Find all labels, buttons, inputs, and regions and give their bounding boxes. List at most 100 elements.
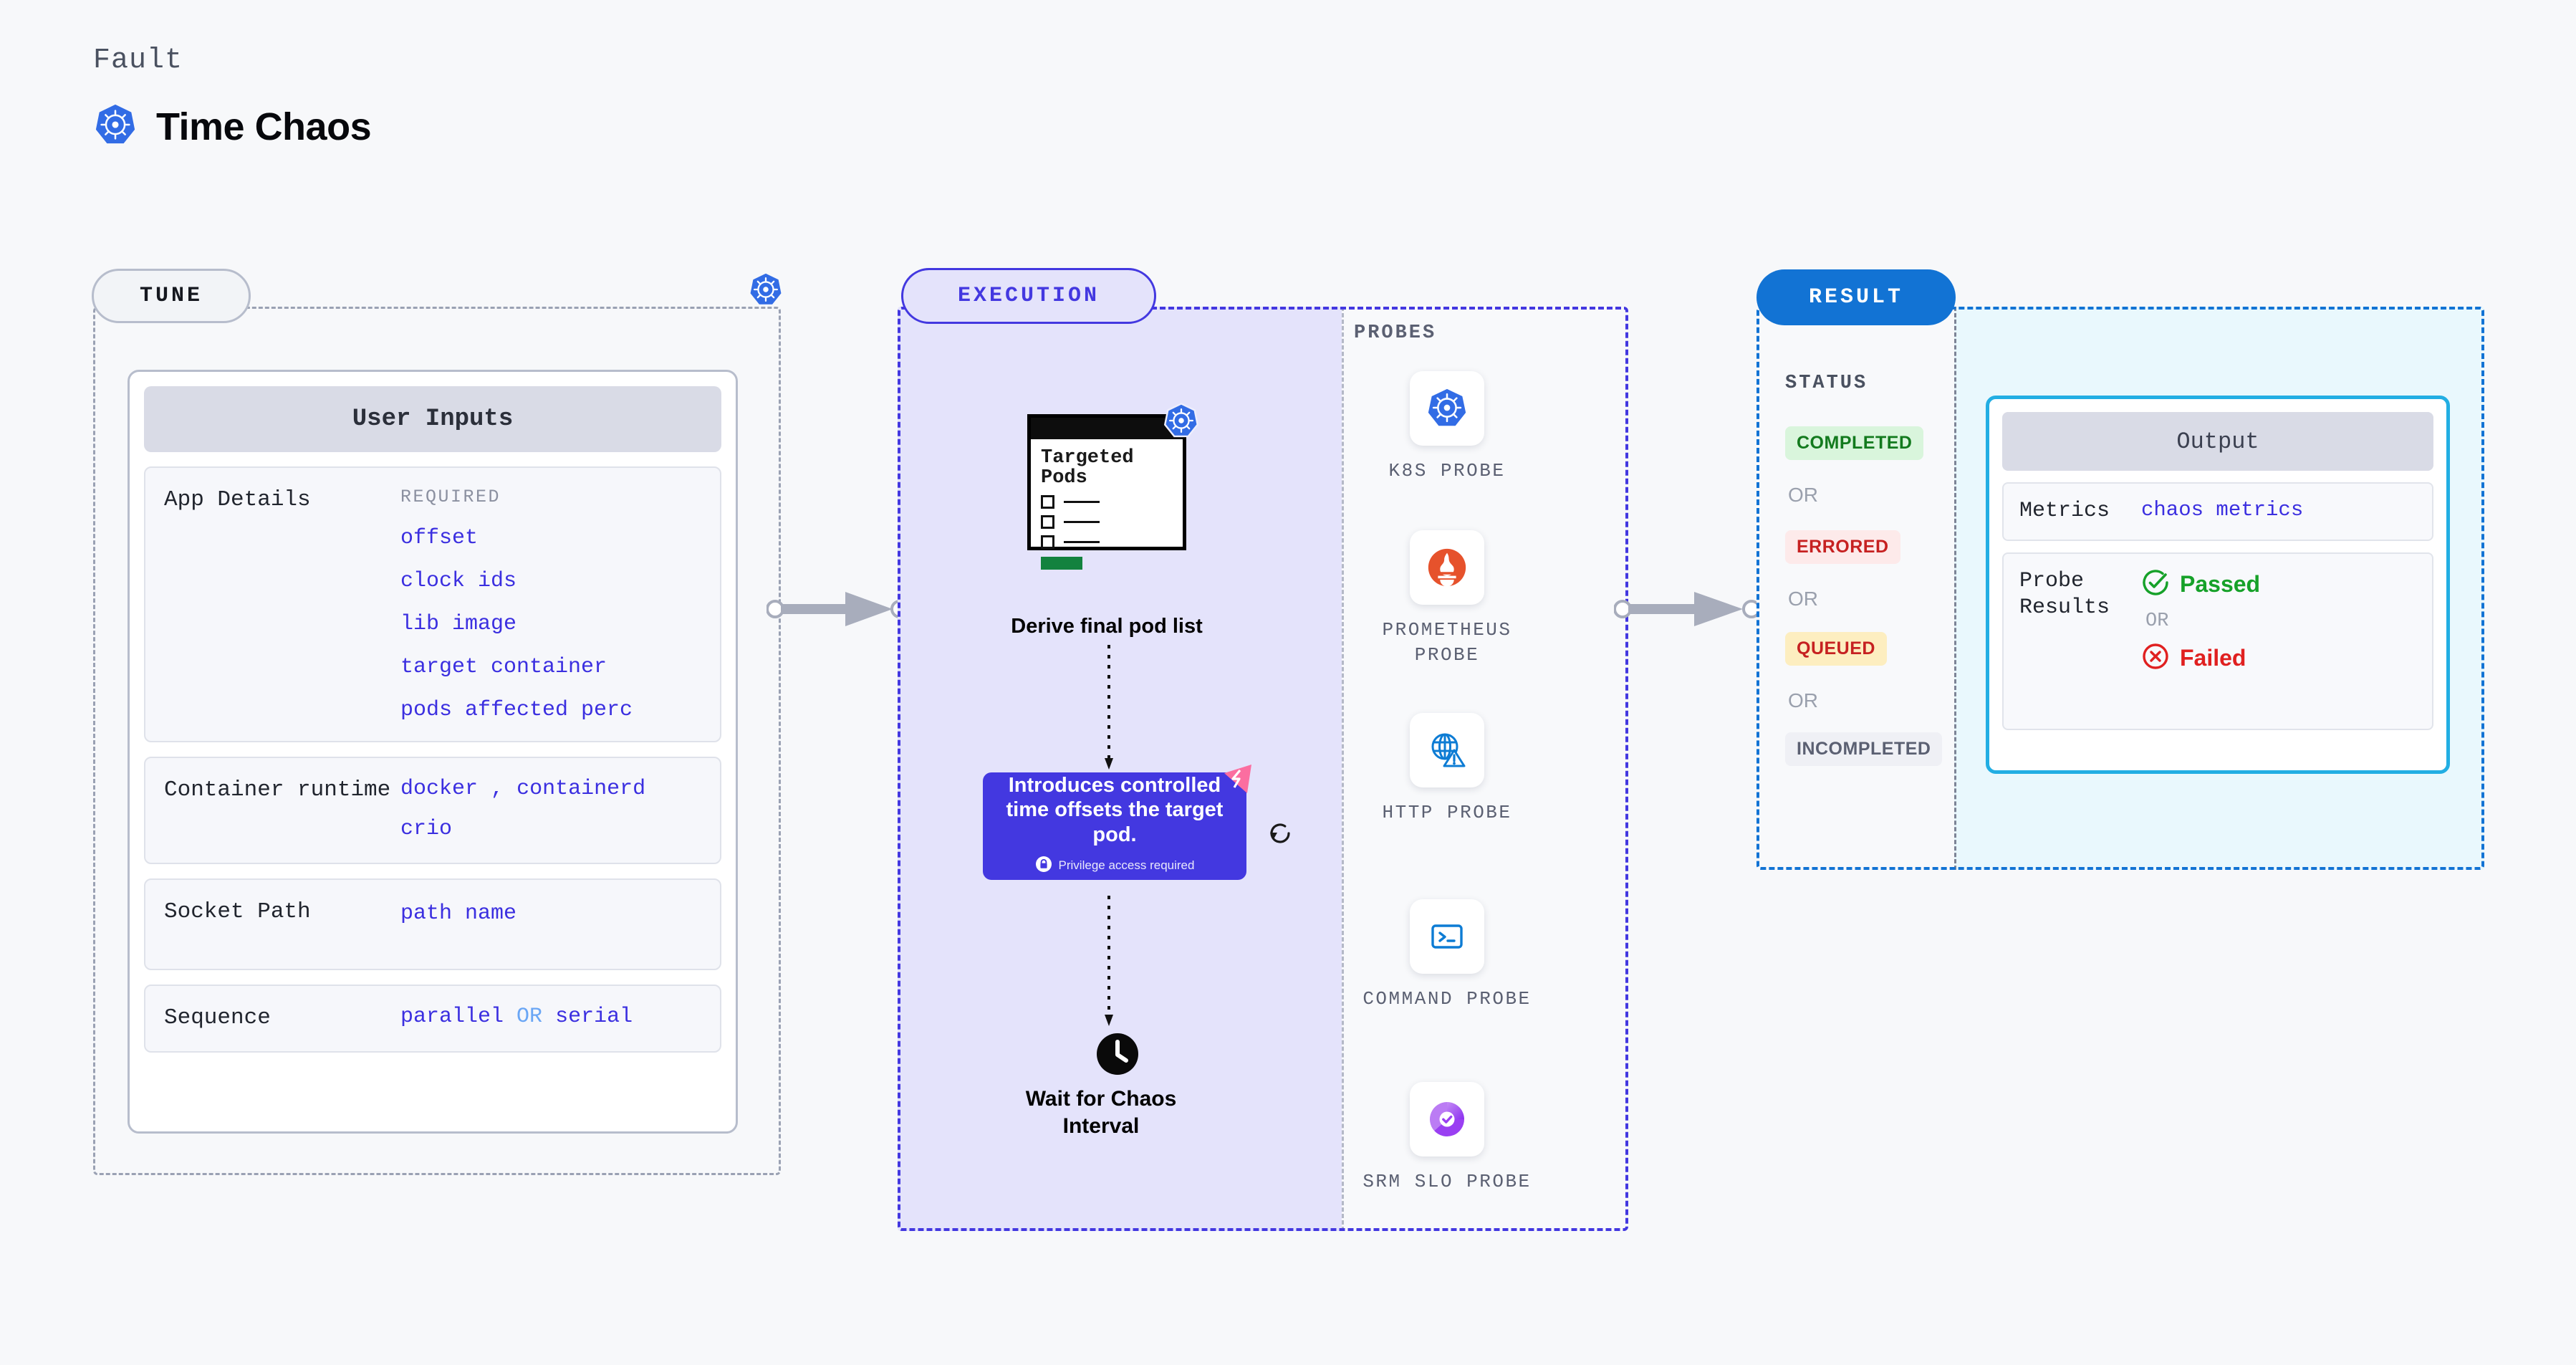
row-label: Sequence xyxy=(164,1005,271,1030)
pod-list-item xyxy=(1041,514,1173,529)
flash-icon xyxy=(1220,763,1256,800)
value-parallel: parallel xyxy=(400,1005,504,1029)
privilege-note: Privilege access required xyxy=(1035,856,1195,876)
pod-list-item xyxy=(1041,494,1173,509)
probes-fill xyxy=(1342,307,1628,1231)
value-containerd: containerd xyxy=(516,777,646,801)
result-status-column xyxy=(1756,307,1954,870)
probe-item-prometheus[interactable]: PROMETHEUS PROBE xyxy=(1354,530,1540,668)
row-values: parallel OR serial xyxy=(400,1005,633,1033)
row-values: docker , containerd crio xyxy=(400,777,645,844)
probes-divider xyxy=(1342,307,1344,1231)
value-target-container: target container xyxy=(400,655,607,679)
tune-tag[interactable]: TUNE xyxy=(92,269,251,323)
arrow-right-icon xyxy=(1614,592,1761,626)
probe-item-srm-slo[interactable]: SRM SLO PROBE xyxy=(1354,1082,1540,1194)
checkbox-icon xyxy=(1041,535,1054,549)
value-crio: crio xyxy=(400,817,453,841)
status-or-2: OR xyxy=(1788,588,1818,610)
prometheus-icon xyxy=(1410,530,1484,605)
derive-final-pod-list-label: Derive final pod list xyxy=(1011,615,1203,638)
arrow-right-icon xyxy=(766,592,909,626)
output-card: Output Metrics chaos metrics Probe Resul… xyxy=(1986,396,2450,774)
line-placeholder xyxy=(1064,500,1100,503)
row-label: App Details xyxy=(164,487,311,512)
targeted-pods-title: Targeted Pods xyxy=(1041,447,1134,489)
fault-description-callout: Introduces controlled time offsets the t… xyxy=(983,765,1251,880)
probe-label: K8S PROBE xyxy=(1388,460,1506,482)
pod-list-item xyxy=(1041,535,1173,549)
page-title-row: Time Chaos xyxy=(93,102,372,150)
value-lib-image: lib image xyxy=(400,612,517,636)
status-badge-completed: COMPLETED xyxy=(1785,426,1924,460)
result-panel-border xyxy=(1756,307,2484,870)
probe-results-label: Probe Results xyxy=(2019,568,2110,621)
targeted-pods-card: Targeted Pods xyxy=(1027,403,1199,570)
value-clock-ids: clock ids xyxy=(400,569,517,593)
result-divider xyxy=(1954,307,1956,870)
refresh-icon[interactable] xyxy=(1265,818,1295,852)
row-values: path name xyxy=(400,899,516,950)
output-row-probe-results: Probe Results Passed OR xyxy=(2002,552,2433,730)
row-label: Container runtime xyxy=(164,777,391,803)
kubernetes-icon xyxy=(93,102,138,150)
privilege-note-text: Privilege access required xyxy=(1058,858,1195,873)
input-row-app-details: App Details REQUIRED offset clock ids li… xyxy=(144,466,721,742)
kubernetes-icon xyxy=(1163,402,1200,443)
callout-text: Introduces controlled time offsets the t… xyxy=(1006,774,1224,846)
kubernetes-icon xyxy=(747,271,784,312)
metrics-label: Metrics xyxy=(2019,499,2110,523)
execution-tag[interactable]: EXECUTION xyxy=(901,268,1156,324)
probe-item-http[interactable]: HTTP PROBE xyxy=(1354,713,1540,825)
checkbox-icon xyxy=(1041,514,1054,529)
status-or-1: OR xyxy=(1788,484,1818,506)
value-separator: , xyxy=(491,777,504,801)
clock-icon xyxy=(1095,1032,1140,1080)
input-row-container-runtime: Container runtime docker , containerd cr… xyxy=(144,757,721,864)
fault-eyebrow: Fault xyxy=(93,44,183,77)
slo-donut-icon xyxy=(1410,1082,1484,1156)
probe-item-k8s[interactable]: K8S PROBE xyxy=(1354,371,1540,484)
value-pods-affected-perc: pods affected perc xyxy=(400,698,633,722)
globe-warning-icon xyxy=(1410,713,1484,787)
progress-bar xyxy=(1041,556,1082,570)
value-docker: docker xyxy=(400,777,479,801)
probe-item-command[interactable]: COMMAND PROBE xyxy=(1354,899,1540,1012)
result-tag[interactable]: RESULT xyxy=(1756,269,1956,325)
tune-panel-border xyxy=(93,307,781,1175)
terminal-icon xyxy=(1410,899,1484,974)
value-serial: serial xyxy=(555,1005,633,1029)
status-badge-queued: QUEUED xyxy=(1785,632,1887,666)
output-title: Output xyxy=(2002,412,2433,471)
lock-icon xyxy=(1035,856,1052,876)
output-row-metrics: Metrics chaos metrics xyxy=(2002,482,2433,541)
status-badge-errored: ERRORED xyxy=(1785,530,1900,564)
tune-panel xyxy=(93,307,781,1175)
input-row-sequence: Sequence parallel OR serial xyxy=(144,985,721,1053)
x-circle-icon xyxy=(2141,642,2170,674)
probes-heading: PROBES xyxy=(1354,322,1437,344)
input-row-socket-path: Socket Path path name xyxy=(144,878,721,970)
failed-text: Failed xyxy=(2180,644,2246,671)
status-heading: STATUS xyxy=(1785,373,1868,394)
value-path-name: path name xyxy=(400,901,517,926)
check-circle-icon xyxy=(2141,568,2170,600)
probe-label: PROMETHEUS PROBE xyxy=(1382,619,1512,666)
probe-results-values: Passed OR Failed xyxy=(2141,568,2260,714)
probe-result-failed: Failed xyxy=(2141,642,2260,674)
wait-for-chaos-interval-label: Wait for Chaos Interval xyxy=(1025,1087,1177,1138)
value-offset: offset xyxy=(400,526,479,550)
user-inputs-card: User Inputs App Details REQUIRED offset … xyxy=(128,370,738,1134)
line-placeholder xyxy=(1064,540,1100,543)
checkbox-icon xyxy=(1041,494,1054,509)
probe-label: HTTP PROBE xyxy=(1382,802,1512,823)
card-titlebar xyxy=(1031,418,1183,439)
row-values: REQUIRED offset clock ids lib image targ… xyxy=(400,487,633,722)
row-label: Socket Path xyxy=(164,899,311,924)
flow-connector-down xyxy=(1105,645,1113,770)
line-placeholder xyxy=(1064,520,1100,523)
status-or-3: OR xyxy=(1788,689,1818,712)
probe-label: SRM SLO PROBE xyxy=(1363,1171,1532,1192)
execution-panel-border xyxy=(898,307,1628,1231)
user-inputs-title: User Inputs xyxy=(144,386,721,452)
